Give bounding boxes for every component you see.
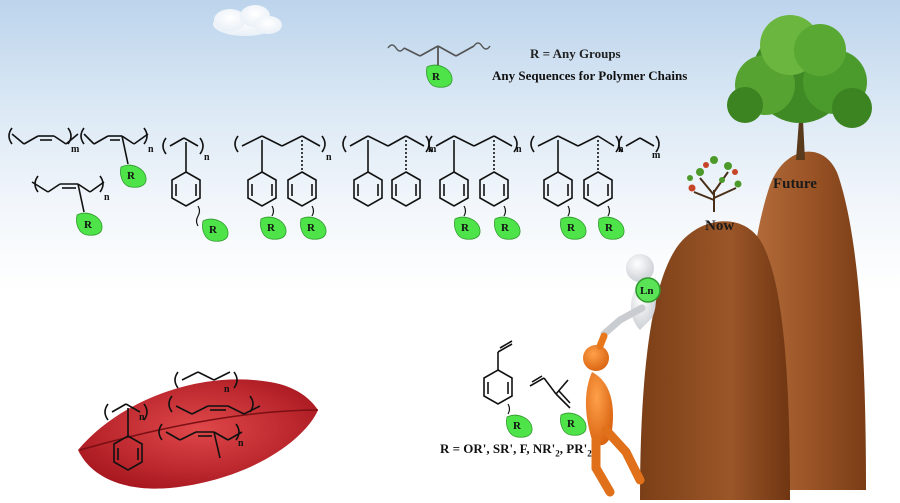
- blk-m-label: m: [652, 150, 661, 161]
- substituted-polystyrene-structure: [162, 137, 204, 227]
- substituted-polyisoprene-structure: [31, 175, 105, 213]
- mountain-now: [640, 221, 790, 500]
- leaf-n-label-1: n: [139, 412, 145, 423]
- red-leaf-polymers: [104, 371, 261, 471]
- pbd-r-label: R: [127, 170, 136, 182]
- substituent-sub-2: 2: [587, 448, 592, 459]
- future-label: Future: [773, 176, 817, 192]
- now-label: Now: [705, 218, 735, 234]
- blk-r-label-2: R: [605, 222, 614, 234]
- isotactic-polystyrene-structure: [234, 135, 326, 217]
- pbd-n-label: n: [148, 144, 154, 155]
- polybutadiene-structure: [8, 127, 149, 165]
- cop-n-label: n: [516, 144, 522, 155]
- pbd-m-label: m: [71, 144, 80, 155]
- ps-n-label: n: [204, 152, 210, 163]
- generic-r-label: R: [432, 71, 441, 83]
- leaf-n-label-3: n: [238, 438, 244, 449]
- sequence-definition-text: Any Sequences for Polymer Chains: [492, 68, 688, 83]
- ln-label: Ln: [640, 285, 653, 297]
- substituent-mid: , PR': [559, 441, 588, 456]
- block-copolymer-structure: [530, 135, 660, 217]
- substituent-prefix: R = OR', SR', F, NR': [440, 441, 556, 456]
- styrene-monomer-structure: [483, 340, 513, 415]
- monomer-substituent-text: R = OR', SR', F, NR'2, PR'2: [440, 441, 592, 459]
- cop-m-label: m: [428, 144, 437, 155]
- now-tree: [687, 156, 742, 212]
- orange-figure: [583, 332, 645, 497]
- diene-monomer-structure: [529, 375, 571, 409]
- blk-r-label-1: R: [567, 222, 576, 234]
- leaf-n-label-2: n: [224, 384, 230, 395]
- red-leaf: [78, 379, 319, 489]
- generic-polymer-structure: [387, 42, 491, 66]
- svg-labels: R m n R n R n R n R R m n R R n m R R R …: [71, 71, 661, 449]
- pip-r-label: R: [84, 219, 93, 231]
- iso-n-label: n: [326, 152, 332, 163]
- pip-n-label: n: [104, 192, 110, 203]
- future-tree: [727, 15, 872, 160]
- substituent-sub-1: 2: [555, 448, 560, 459]
- ln-badge: [635, 277, 661, 303]
- styrene-copolymer-structure: [342, 135, 518, 217]
- iso-r-label-1: R: [267, 222, 276, 234]
- cloud: [213, 5, 282, 36]
- iso-r-label-2: R: [307, 222, 316, 234]
- cop-r-label-2: R: [501, 222, 510, 234]
- cop-r-label-1: R: [461, 222, 470, 234]
- r-definition-text: R = Any Groups: [530, 46, 621, 61]
- blk-n-label: n: [618, 144, 624, 155]
- styrene-monomer-r-label: R: [513, 420, 522, 432]
- ps-r-label: R: [209, 224, 218, 236]
- diene-monomer-r-label: R: [567, 418, 576, 430]
